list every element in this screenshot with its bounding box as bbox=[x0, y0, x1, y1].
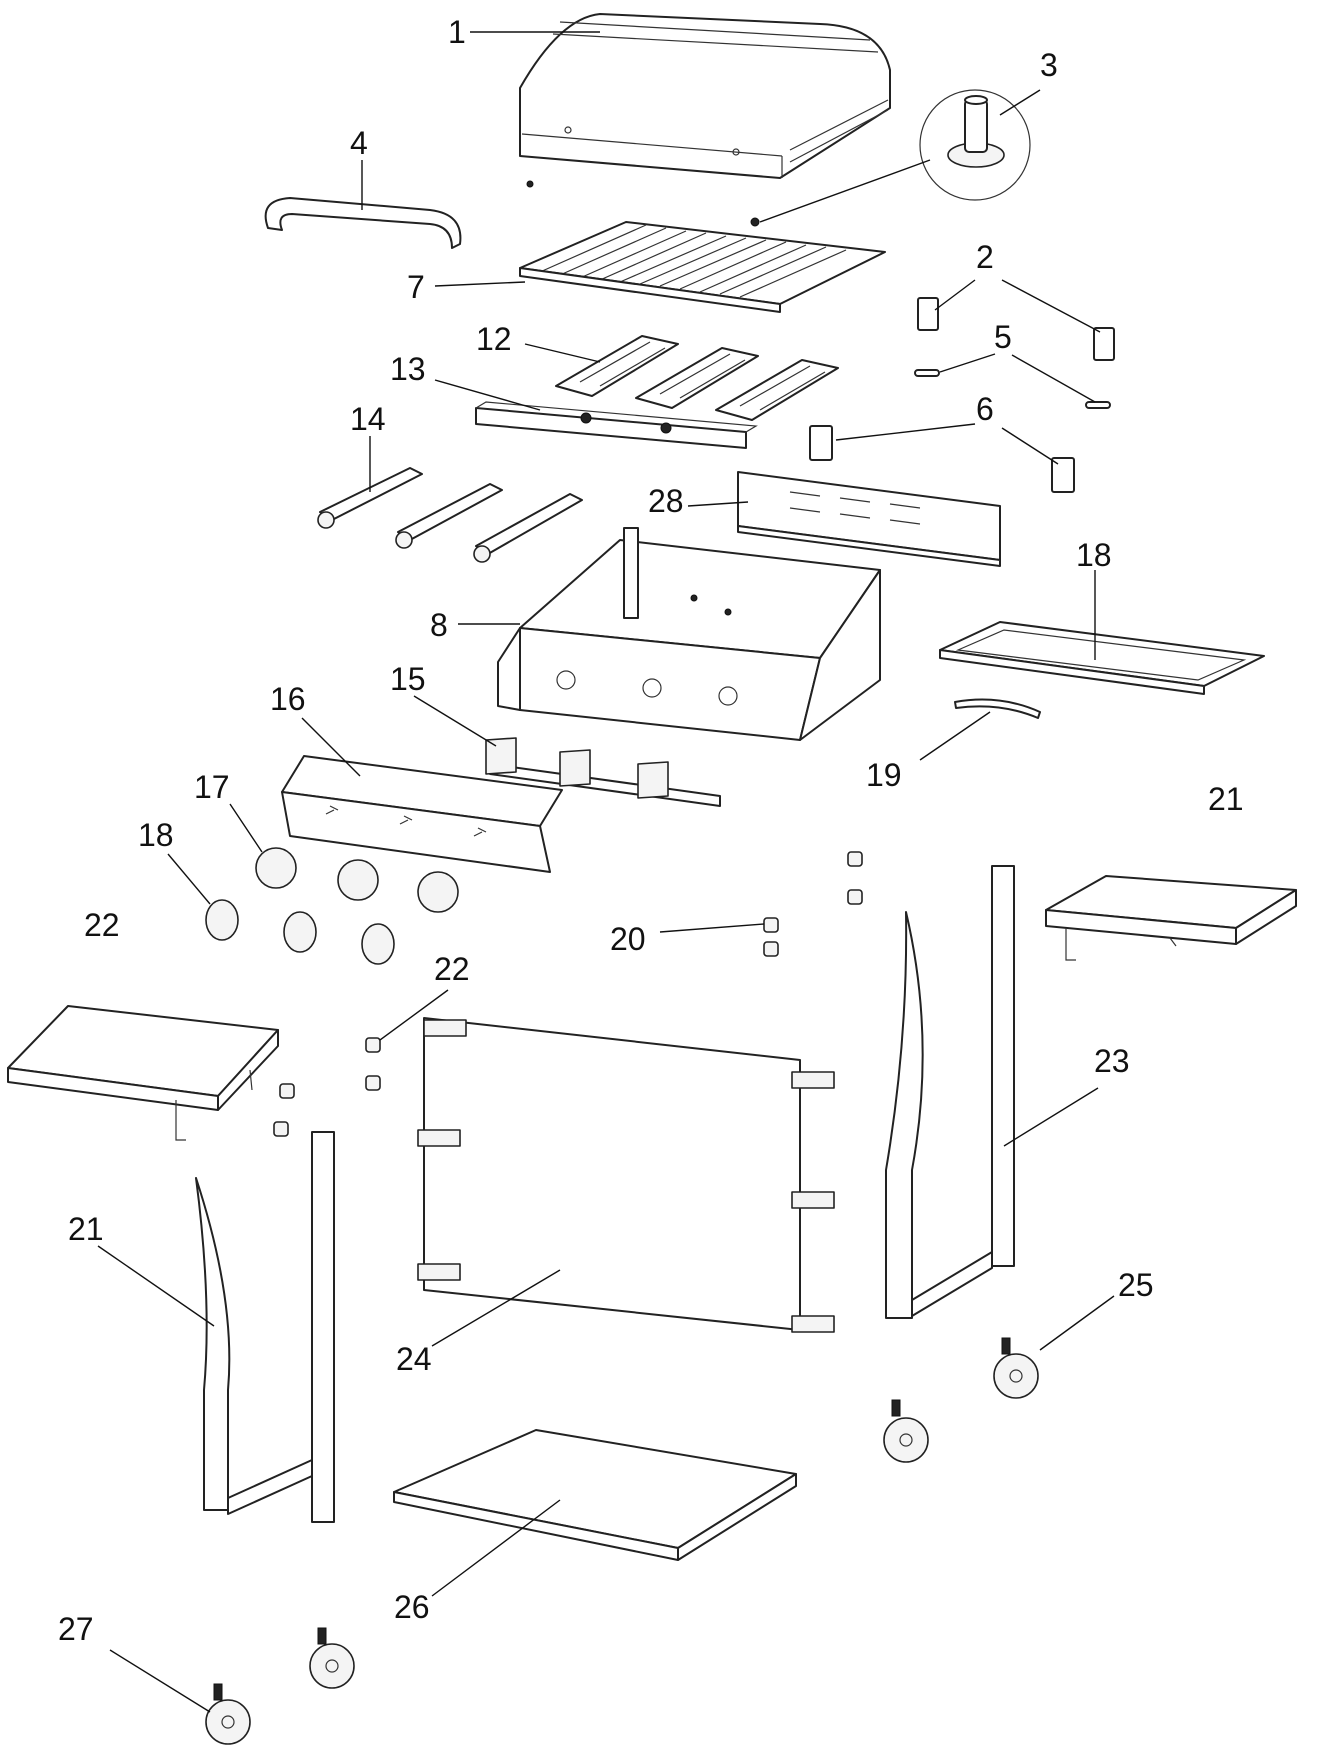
leader-12 bbox=[524, 343, 601, 363]
part-grease-tray-handle bbox=[954, 698, 1041, 719]
part-casters-right bbox=[883, 1337, 1039, 1463]
leader-27 bbox=[431, 1499, 561, 1597]
part-grease-tray bbox=[939, 621, 1265, 695]
label-12: 12 bbox=[476, 321, 512, 357]
label-18-visible: 18 bbox=[138, 817, 174, 853]
label-22a: 21 bbox=[1208, 781, 1244, 817]
leader-26 bbox=[431, 1269, 561, 1347]
part-knobs bbox=[205, 899, 395, 965]
leader-21a bbox=[659, 923, 765, 933]
leader-3b bbox=[999, 89, 1041, 116]
part-right-leg-frame bbox=[885, 865, 1015, 1319]
leader-6a bbox=[835, 423, 976, 441]
label-23: 21 bbox=[68, 1211, 104, 1247]
label-17: 17 bbox=[194, 769, 230, 805]
leader-16 bbox=[301, 717, 361, 777]
part-valve-manifold bbox=[485, 737, 721, 807]
leader-15 bbox=[413, 695, 497, 747]
part-side-shelf-right bbox=[1045, 875, 1297, 961]
leader-7 bbox=[434, 281, 526, 287]
part-spacers-left bbox=[273, 1037, 381, 1137]
part-bottom-shelf bbox=[393, 1429, 797, 1561]
part-rear-panel bbox=[737, 471, 1001, 567]
label-6: 6 bbox=[976, 391, 994, 427]
leader-21b bbox=[379, 989, 449, 1041]
part-cooking-grate bbox=[519, 221, 886, 313]
label-13: 13 bbox=[390, 351, 426, 387]
label-21a: 20 bbox=[610, 921, 646, 957]
part-firebox bbox=[497, 527, 881, 741]
part-heat-tents bbox=[555, 335, 839, 421]
label-19: 18 bbox=[1076, 537, 1112, 573]
leader-25a bbox=[1039, 1295, 1115, 1351]
leader-5b bbox=[1011, 354, 1096, 403]
label-1: 1 bbox=[448, 14, 466, 50]
label-8: 8 bbox=[430, 607, 448, 643]
label-14: 14 bbox=[350, 401, 386, 437]
part-left-leg-frame bbox=[195, 1131, 335, 1523]
leader-2b bbox=[1001, 279, 1101, 333]
label-4: 4 bbox=[350, 125, 368, 161]
leader-25b bbox=[109, 1649, 211, 1713]
part-side-shelf-left bbox=[7, 1005, 279, 1141]
part-temperature-gauge bbox=[750, 89, 1031, 227]
label-28: 28 bbox=[648, 483, 684, 519]
leader-23 bbox=[97, 1245, 215, 1327]
part-spacers-right bbox=[763, 851, 863, 957]
part-grate-clips-b bbox=[809, 425, 1075, 493]
label-15: 15 bbox=[390, 661, 426, 697]
part-control-panel bbox=[281, 755, 563, 873]
label-22b: 22 bbox=[84, 907, 120, 943]
leader-17 bbox=[229, 803, 263, 853]
label-3: 3 bbox=[1040, 47, 1058, 83]
part-casters-left bbox=[205, 1627, 355, 1745]
label-24: 23 bbox=[1094, 1043, 1130, 1079]
label-7: 7 bbox=[407, 269, 425, 305]
part-lid-handle bbox=[264, 197, 462, 249]
label-5: 5 bbox=[994, 319, 1012, 355]
leader-18 bbox=[167, 853, 211, 905]
part-bezels bbox=[255, 847, 459, 913]
label-26: 24 bbox=[396, 1341, 432, 1377]
label-2: 2 bbox=[976, 239, 994, 275]
label-27: 26 bbox=[394, 1589, 430, 1625]
label-20: 19 bbox=[866, 757, 902, 793]
part-back-panel bbox=[417, 1017, 835, 1333]
leader-13 bbox=[434, 379, 541, 411]
part-grate-clips bbox=[917, 297, 1115, 361]
label-25b: 27 bbox=[58, 1611, 94, 1647]
label-21b: 22 bbox=[434, 951, 470, 987]
leader-2a bbox=[934, 279, 976, 311]
part-pins bbox=[914, 369, 1111, 409]
part-lid bbox=[519, 13, 891, 188]
part-burner-support bbox=[475, 401, 758, 449]
part-burners bbox=[317, 467, 583, 563]
leader-6b bbox=[1001, 427, 1059, 465]
leader-5a bbox=[939, 353, 996, 373]
leader-20 bbox=[919, 711, 991, 761]
label-16: 16 bbox=[270, 681, 306, 717]
leader-24 bbox=[1003, 1087, 1099, 1147]
leader-3 bbox=[759, 159, 931, 223]
leader-28 bbox=[687, 501, 749, 507]
label-25a: 25 bbox=[1118, 1267, 1154, 1303]
